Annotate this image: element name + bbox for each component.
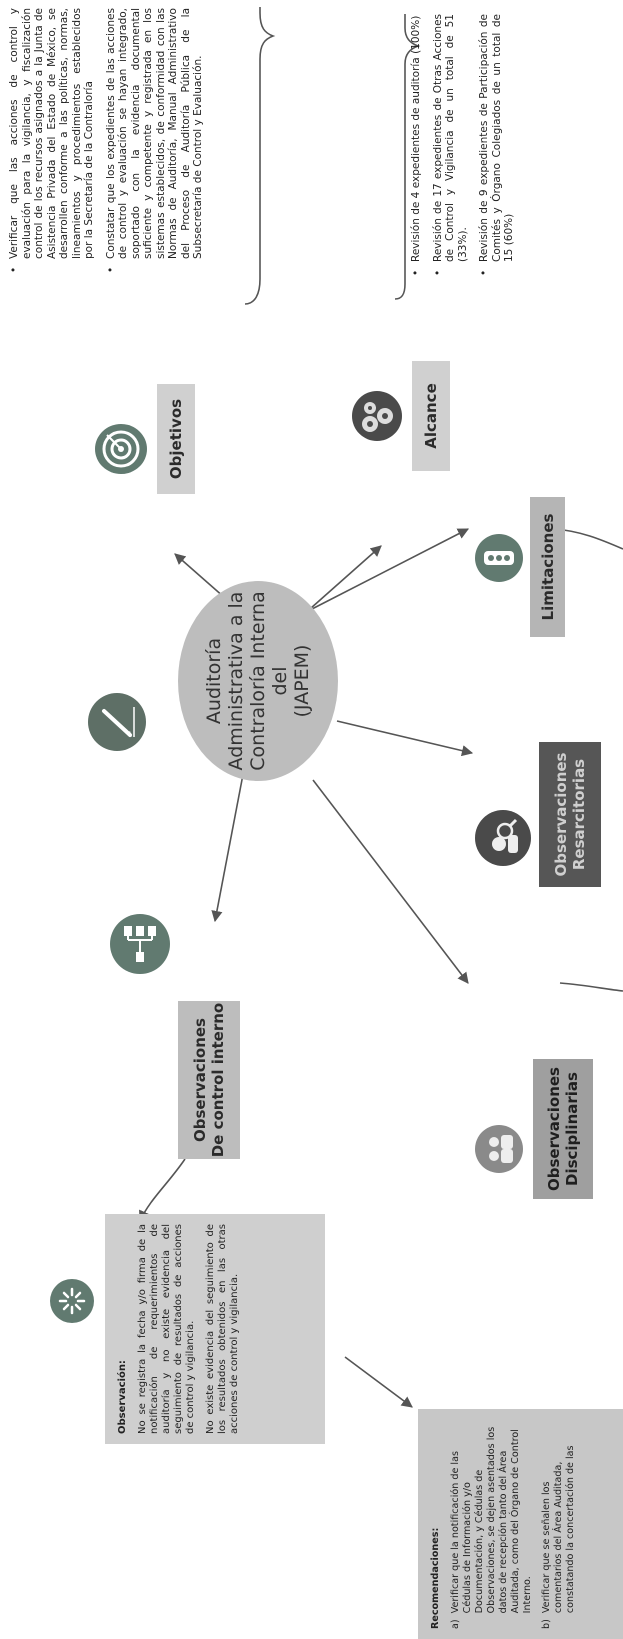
network-icon bbox=[110, 914, 170, 974]
recomendacion-letter: a) bbox=[450, 1619, 461, 1629]
limitaciones-curve bbox=[554, 528, 623, 550]
observacion-title: Observación: bbox=[117, 1360, 128, 1434]
observaciones-disciplinarias-box: Observaciones Disciplinarias bbox=[533, 1059, 593, 1199]
recomendacion-text: Verificar que la notificación de las Céd… bbox=[450, 1426, 533, 1614]
arrow-to-resarcitorias bbox=[336, 720, 474, 757]
pen-icon bbox=[88, 693, 146, 751]
objetivos-item: Constatar que los expedientes de las acc… bbox=[105, 8, 205, 273]
arrow-to-control-interno bbox=[211, 763, 246, 923]
arrow-to-disciplinarias bbox=[312, 779, 469, 984]
recomendacion-item: a) Verificar que la notificación de las … bbox=[450, 1419, 534, 1629]
group-people-icon bbox=[475, 1125, 523, 1173]
recomendaciones-panel: Recomendaciones: a) Verificar que la not… bbox=[418, 1409, 623, 1639]
recomendaciones-title: Recomendaciones: bbox=[430, 1527, 441, 1629]
objetivos-brace bbox=[244, 7, 276, 305]
target-icon bbox=[95, 424, 147, 474]
alcance-item: Revisión de 9 expedientes de Participaci… bbox=[478, 14, 516, 276]
observacion-paragraph: No existe evidencia del seguimiento de l… bbox=[205, 1224, 240, 1434]
observacion-panel: Observación: No se registra la fecha y/o… bbox=[105, 1214, 325, 1444]
traffic-light-icon bbox=[475, 534, 523, 582]
observaciones-resarcitorias-box: Observaciones Resarcitorias bbox=[539, 742, 601, 887]
observaciones-control-interno-box: Observaciones De control interno bbox=[178, 1001, 240, 1159]
objetivos-list: Verificar que las acciones de control y … bbox=[8, 8, 248, 273]
arrow-to-limitaciones bbox=[311, 528, 469, 610]
recomendacion-item: b) Verificar que se señalen los comentar… bbox=[541, 1419, 577, 1629]
inspection-icon bbox=[475, 810, 531, 866]
alcance-brace bbox=[394, 14, 421, 300]
center-node: Auditoría Administrativa a la Contralorí… bbox=[178, 581, 338, 781]
recomendacion-letter: b) bbox=[541, 1619, 552, 1629]
observacion-paragraph: No se registra la fecha y/o firma de la … bbox=[137, 1224, 196, 1434]
arrow-control-interno-to-observacion bbox=[139, 1158, 186, 1223]
alcance-item: Revisión de 17 expedientes de Otras Acci… bbox=[432, 14, 470, 276]
alcance-item: Revisión de 4 expedientes de auditoría (… bbox=[410, 14, 423, 276]
arrow-observacion-to-recomendaciones bbox=[344, 1356, 413, 1408]
limitaciones-box: Limitaciones bbox=[530, 497, 565, 637]
alcance-list: Revisión de 4 expedientes de auditoría (… bbox=[410, 14, 570, 276]
disciplinarias-curve bbox=[559, 982, 623, 992]
recomendacion-text: Verificar que se señalen los comentarios… bbox=[541, 1445, 576, 1614]
burst-icon bbox=[50, 1279, 94, 1323]
objetivos-item: Verificar que las acciones de control y … bbox=[8, 8, 96, 273]
gears-icon bbox=[352, 391, 402, 441]
alcance-box: Alcance bbox=[412, 361, 450, 471]
objetivos-box: Objetivos bbox=[157, 384, 195, 494]
